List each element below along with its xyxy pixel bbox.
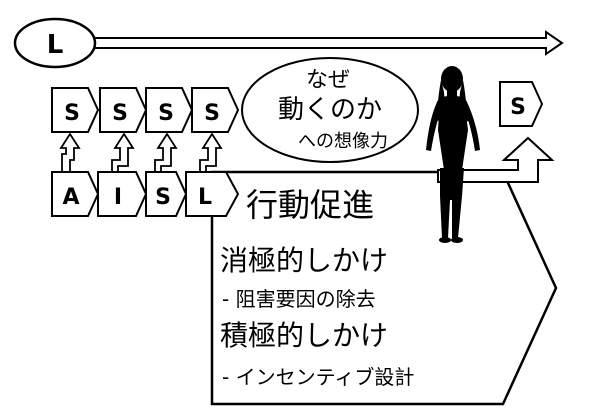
aisl-pentagon-i: [97, 171, 148, 217]
passive-item: - 阻害要因の除去: [222, 287, 376, 311]
right-s-pentagon: [499, 81, 544, 127]
aisl-pentagon-a-label: A: [62, 185, 79, 210]
aisl-row: A I S L: [51, 171, 240, 217]
top-l-arrow-group: L: [13, 17, 564, 69]
l-ellipse: [13, 17, 97, 69]
bent-up-arrow-1: [59, 132, 81, 173]
s-pentagon-2: [99, 87, 148, 133]
aisl-pentagon-s-label: S: [155, 185, 171, 210]
aisl-pentagon-l: [185, 171, 240, 217]
main-title: 行動促進: [246, 186, 374, 224]
long-right-arrow: [87, 30, 564, 56]
thought-line-3: への想像力: [298, 131, 388, 152]
s-pentagon-4-label: S: [204, 101, 220, 126]
right-up-arrow: [437, 136, 555, 183]
bent-up-arrow-4: [199, 132, 223, 173]
s-pentagon-1: [51, 87, 100, 133]
aisl-pentagon-s: [145, 171, 188, 217]
s-pentagon-1-label: S: [64, 101, 80, 126]
s-row: S S S S: [51, 87, 240, 133]
woman-silhouette-icon: [426, 66, 480, 243]
aisl-pentagon-l-label: L: [198, 185, 212, 210]
l-ellipse-label: L: [47, 30, 64, 60]
thought-bubble: なぜ 動くのか への想像力: [241, 57, 419, 163]
right-s-group: S: [437, 81, 555, 183]
thought-line-2: 動くのか: [278, 95, 382, 125]
s-pentagon-4: [191, 87, 240, 133]
bent-up-arrow-3: [154, 132, 178, 173]
bent-up-arrow-2: [111, 132, 135, 173]
active-heading: 積極的しかけ: [220, 319, 388, 352]
aisl-pentagon-i-label: I: [114, 185, 122, 210]
thought-line-1: なぜ: [306, 68, 350, 93]
s-pentagon-3: [145, 87, 194, 133]
bent-up-arrows: [59, 132, 223, 173]
s-pentagon-3-label: S: [158, 101, 174, 126]
s-pentagon-2-label: S: [112, 101, 128, 126]
right-s-label: S: [510, 95, 526, 120]
main-box-text: 行動促進 消極的しかけ - 阻害要因の除去 積極的しかけ - インセンティブ設計: [220, 186, 414, 389]
aisl-pentagon-a: [51, 171, 100, 217]
passive-heading: 消極的しかけ: [220, 244, 388, 277]
thought-ellipse: [241, 57, 419, 163]
active-item: - インセンティブ設計: [222, 365, 414, 389]
